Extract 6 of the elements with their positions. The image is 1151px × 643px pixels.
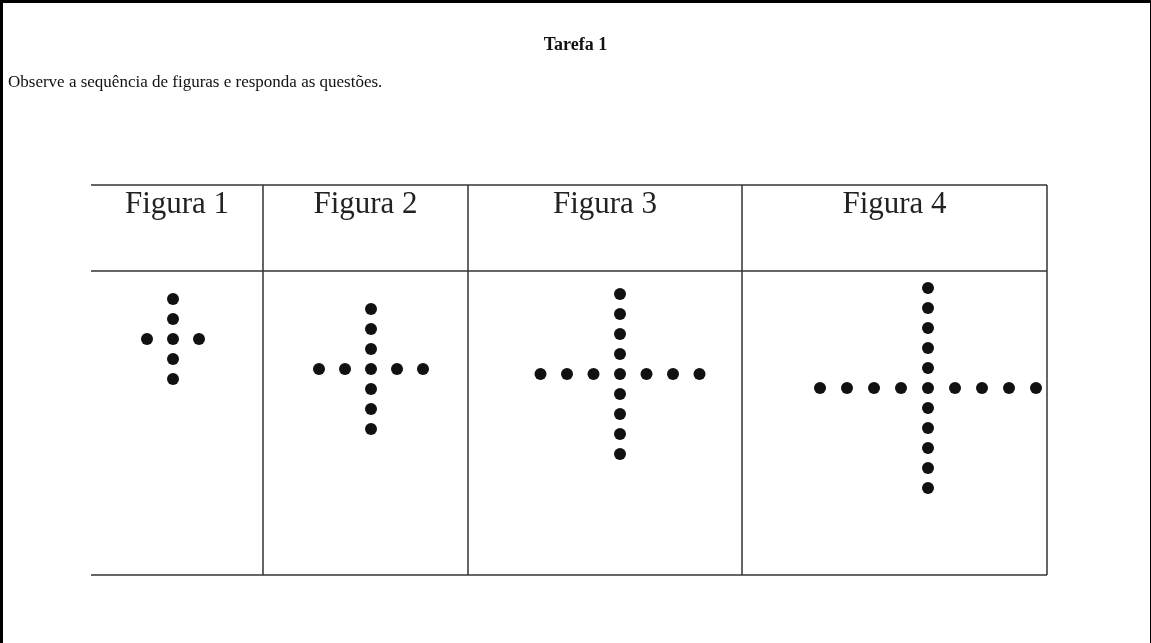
column-header: Figura 4 [841, 188, 948, 222]
column-header: Figura 1 [123, 188, 231, 222]
column-header: Figura 3 [551, 188, 659, 222]
title: Tarefa 1 [542, 34, 609, 55]
instruction-text: Observe a sequência de figuras e responda as questões. [8, 72, 383, 92]
column-header: Figura 2 [312, 188, 419, 222]
